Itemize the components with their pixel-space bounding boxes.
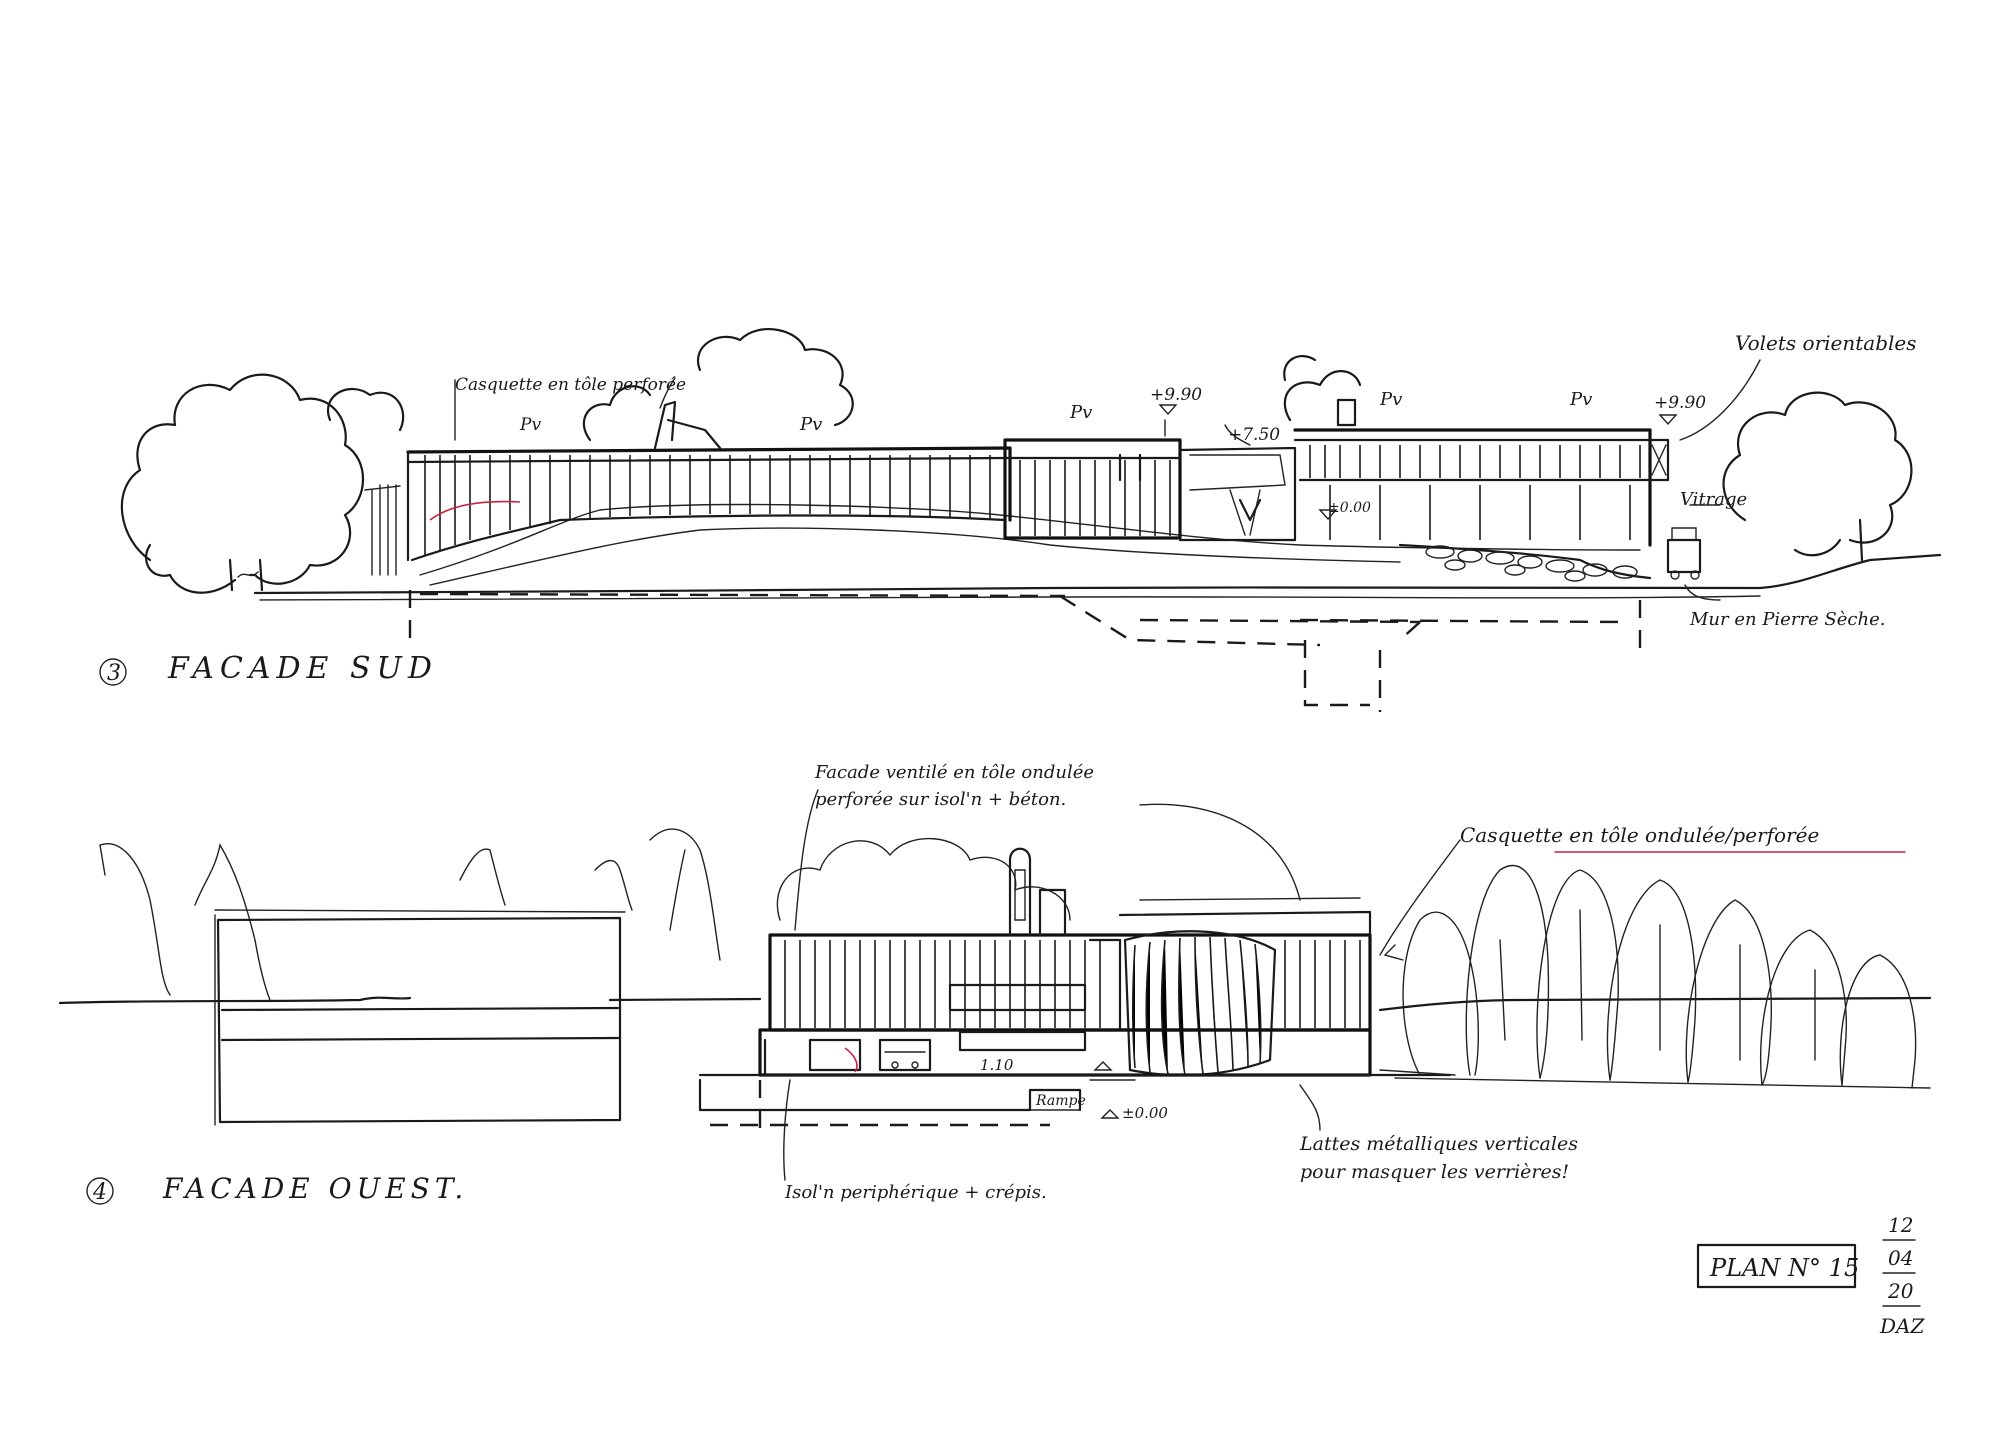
south-pv-3: Pv [1379, 389, 1402, 410]
south-vitrage-note: Vitrage [1680, 489, 1747, 510]
south-casquette-note: Casquette en tôle perforée [455, 375, 686, 395]
south-pv-1: Pv [799, 414, 822, 435]
west-number-circle [86, 1177, 114, 1205]
west-facade-ventile-note-1: Facade ventilé en tôle ondulée [814, 762, 1094, 783]
west-level-000: ±0.00 [1122, 1104, 1168, 1122]
south-level-1: +9.90 [1150, 385, 1202, 405]
south-volets-note: Volets orientables [1735, 331, 1917, 355]
south-level-2: +7.50 [1228, 425, 1280, 445]
building-south-right-block [1293, 428, 1702, 582]
west-number: 4 [92, 1180, 107, 1205]
west-casquette-note: Casquette en tôle ondulée/perforée [1460, 823, 1819, 847]
trees-west-right [1394, 864, 1931, 1089]
west-rampe-label: Rampe [1035, 1093, 1086, 1109]
south-pv-left: Pv [519, 415, 541, 435]
south-pv-4: Pv [1569, 389, 1592, 410]
trees-left-south [120, 373, 405, 594]
elevation-south: 3 FACADE SUD Casquette en tôle perforée … [99, 328, 1942, 712]
ground-south [253, 503, 1942, 601]
date-year: 20 [1887, 1279, 1914, 1303]
date-month: 04 [1888, 1246, 1913, 1270]
trees-west-left [99, 828, 721, 1001]
horizon-west [58, 996, 1932, 1012]
south-mur-note: Mur en Pierre Sèche. [1689, 609, 1885, 630]
plan-number: PLAN N° 15 [1709, 1254, 1859, 1282]
west-lattes-note-2: pour masquer les verrières! [1300, 1161, 1569, 1183]
south-title: FACADE SUD [167, 651, 438, 686]
south-number: 3 [107, 661, 121, 686]
west-lattes-note-1: Lattes métalliques verticales [1299, 1133, 1578, 1155]
south-level-4: ±0.00 [1328, 500, 1371, 516]
initials: DAZ [1879, 1314, 1925, 1338]
south-level-3: +9.90 [1654, 393, 1706, 413]
building-south-long-volume [364, 377, 1012, 576]
south-labels: 3 FACADE SUD Casquette en tôle perforée … [99, 331, 1917, 686]
title-block: PLAN N° 15 12 04 20 DAZ [1696, 1213, 1925, 1338]
foundation-dashes-south [408, 590, 1642, 712]
west-labels: 4 FACADE OUEST. Facade ventilé en tôle o… [86, 762, 1819, 1205]
west-facade-ventile-note-2: perforée sur isol'n + béton. [815, 789, 1066, 810]
leaders-west [783, 789, 1906, 1181]
south-number-circle [99, 658, 127, 686]
elevation-west: 4 FACADE OUEST. Facade ventilé en tôle o… [58, 762, 1932, 1205]
leaders-south [237, 359, 1761, 601]
west-title: FACADE OUEST. [162, 1172, 468, 1205]
plan-number-box [1696, 1243, 1857, 1289]
trees-right-south [1722, 391, 1913, 562]
trees-west-centre [776, 837, 1071, 921]
west-isol-note: Isol'n periphérique + crépis. [784, 1182, 1047, 1203]
building-south-middle-block [1003, 398, 1357, 542]
building-west-left-box [214, 909, 626, 1126]
building-west-central [698, 847, 1456, 1135]
date-day: 12 [1888, 1213, 1913, 1237]
trees-back-south [582, 328, 1362, 442]
west-level-110: 1.10 [980, 1056, 1014, 1074]
south-pv-2: Pv [1069, 402, 1092, 423]
